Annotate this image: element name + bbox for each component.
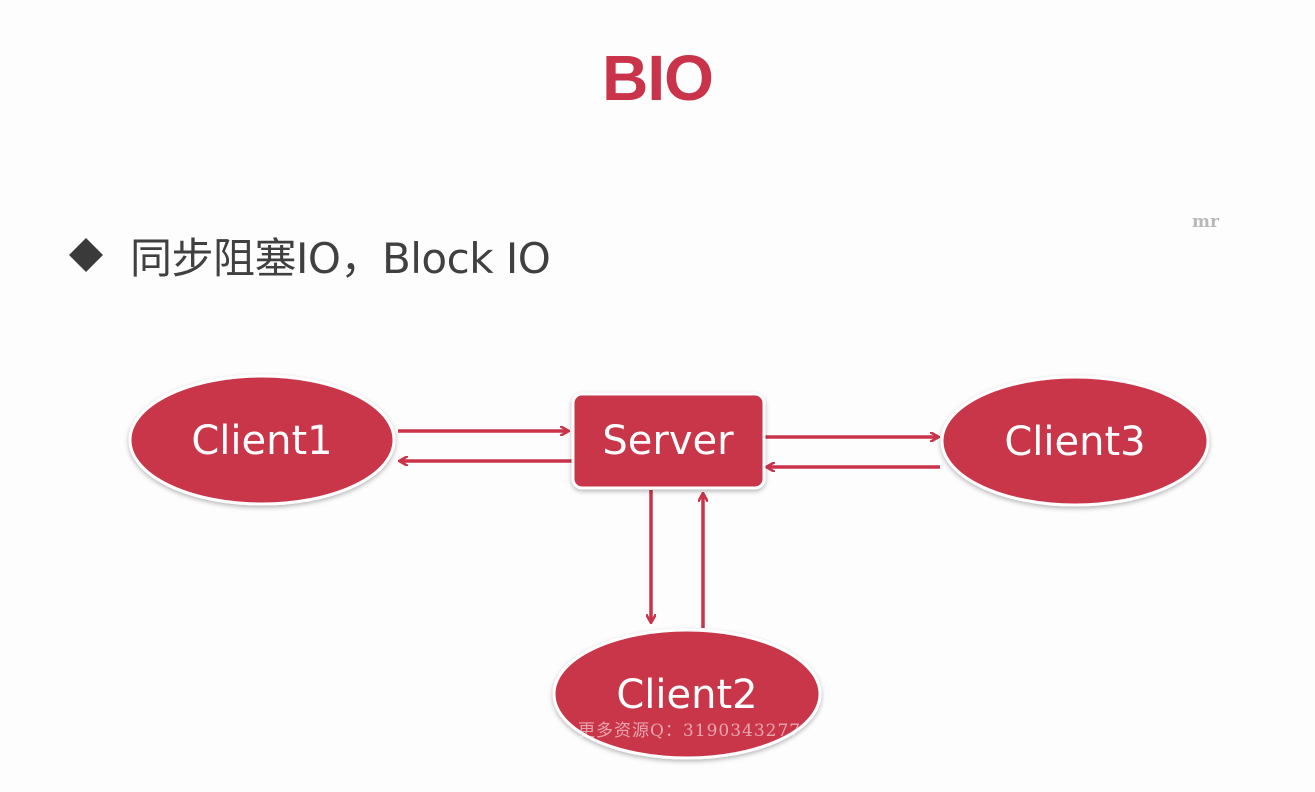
client1-ellipse bbox=[128, 374, 396, 506]
node-client3: Client3 bbox=[940, 375, 1210, 507]
node-client2: Client2 bbox=[552, 628, 822, 760]
server-box bbox=[571, 392, 766, 490]
node-client1: Client1 bbox=[128, 374, 396, 506]
server-label: Server bbox=[602, 418, 734, 464]
slide-title: BIO bbox=[602, 42, 714, 114]
watermark-text: 更多资源Q：3190343277 bbox=[578, 721, 802, 741]
client1-label: Client1 bbox=[191, 418, 332, 464]
bullet-text: 同步阻塞IO，Block IO bbox=[130, 233, 551, 283]
node-server: Server bbox=[571, 392, 766, 490]
client2-label: Client2 bbox=[616, 672, 757, 718]
client3-ellipse bbox=[940, 375, 1210, 507]
client3-label: Client3 bbox=[1004, 419, 1145, 465]
arrows bbox=[398, 431, 940, 628]
bullet-item: 同步阻塞IO，Block IO bbox=[68, 225, 551, 285]
client2-ellipse bbox=[552, 628, 822, 760]
corner-mark: mr bbox=[1192, 212, 1219, 232]
